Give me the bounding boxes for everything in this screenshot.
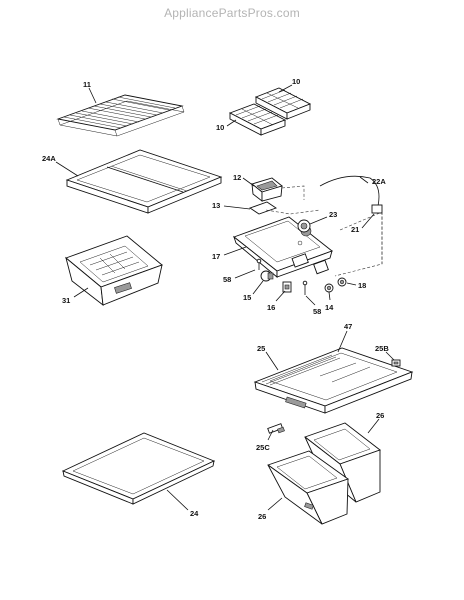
glass-shelf-24a[interactable]: [65, 149, 223, 214]
leader-24: [166, 489, 189, 511]
cover-13[interactable]: [249, 201, 277, 215]
leader-22a: [359, 176, 369, 184]
ice-tray-10-upper[interactable]: [254, 87, 312, 120]
leader-25b: [385, 351, 395, 361]
leader-11: [88, 87, 97, 104]
leader-47: [337, 330, 348, 353]
callout-26b: 26: [258, 512, 266, 521]
crisper-cover-25[interactable]: [253, 347, 414, 414]
callout-13: 13: [212, 201, 220, 210]
screw-58-upper[interactable]: [256, 258, 262, 270]
fill-cup-23[interactable]: [297, 219, 311, 233]
leader-26b: [267, 497, 283, 511]
callout-23: 23: [329, 210, 337, 219]
clip-25b[interactable]: [391, 359, 401, 367]
callout-21: 21: [351, 225, 359, 234]
leader-13: [223, 205, 251, 210]
bulb-15[interactable]: [260, 270, 274, 282]
leader-23: [309, 216, 328, 225]
callout-24a: 24A: [42, 154, 56, 163]
leader-58b: [305, 295, 316, 306]
leader-10a: [278, 84, 293, 93]
callout-10b: 10: [216, 123, 224, 132]
callout-22a: 22A: [372, 177, 386, 186]
crisper-pan-26-left[interactable]: [267, 450, 349, 525]
fitting-18[interactable]: [337, 277, 347, 287]
leader-18: [346, 282, 357, 286]
ice-tray-10-lower[interactable]: [228, 103, 287, 136]
wire-harness-22a[interactable]: [319, 175, 383, 214]
leader-26a: [367, 418, 380, 434]
callout-31: 31: [62, 296, 70, 305]
ice-maker-17[interactable]: [233, 216, 333, 278]
callout-14: 14: [325, 303, 334, 312]
callout-15: 15: [243, 293, 251, 302]
callout-25c: 25C: [256, 443, 270, 452]
glass-insert-47[interactable]: [319, 362, 371, 383]
leader-16: [275, 290, 286, 302]
leader-25: [265, 351, 279, 371]
callout-26a: 26: [376, 411, 384, 420]
leader-12: [242, 177, 255, 187]
crisper-drawer-31[interactable]: [65, 235, 163, 307]
leader-10b: [226, 119, 237, 127]
ice-bucket-12[interactable]: [251, 177, 283, 202]
glass-shelf-24[interactable]: [61, 432, 216, 505]
callout-58b: 58: [313, 307, 321, 316]
leader-31: [73, 287, 89, 298]
callout-25b: 25B: [375, 344, 389, 353]
callout-47: 47: [344, 322, 352, 331]
callout-11: 11: [83, 80, 91, 89]
wire-shelf-11[interactable]: [56, 94, 185, 137]
screw-58-lower[interactable]: [302, 280, 308, 295]
leader-21: [361, 213, 375, 229]
dashed-outline-ice-maker: [265, 185, 383, 277]
callout-17: 17: [212, 252, 220, 261]
leader-17: [223, 246, 247, 256]
socket-16[interactable]: [282, 281, 292, 293]
leader-24a: [55, 161, 79, 177]
leader-15: [252, 280, 264, 295]
clip-25c[interactable]: [267, 423, 285, 434]
watermark: AppliancePartsPros.com: [164, 6, 300, 20]
fitting-14[interactable]: [324, 283, 334, 293]
callout-12: 12: [233, 173, 241, 182]
callout-25: 25: [257, 344, 265, 353]
leader-14: [328, 291, 331, 301]
callout-58a: 58: [223, 275, 231, 284]
callout-18: 18: [358, 281, 366, 290]
callout-24: 24: [190, 509, 199, 518]
callout-10a: 10: [292, 77, 300, 86]
callout-16: 16: [267, 303, 275, 312]
leader-58a: [234, 269, 256, 279]
leader-25c: [267, 429, 274, 441]
